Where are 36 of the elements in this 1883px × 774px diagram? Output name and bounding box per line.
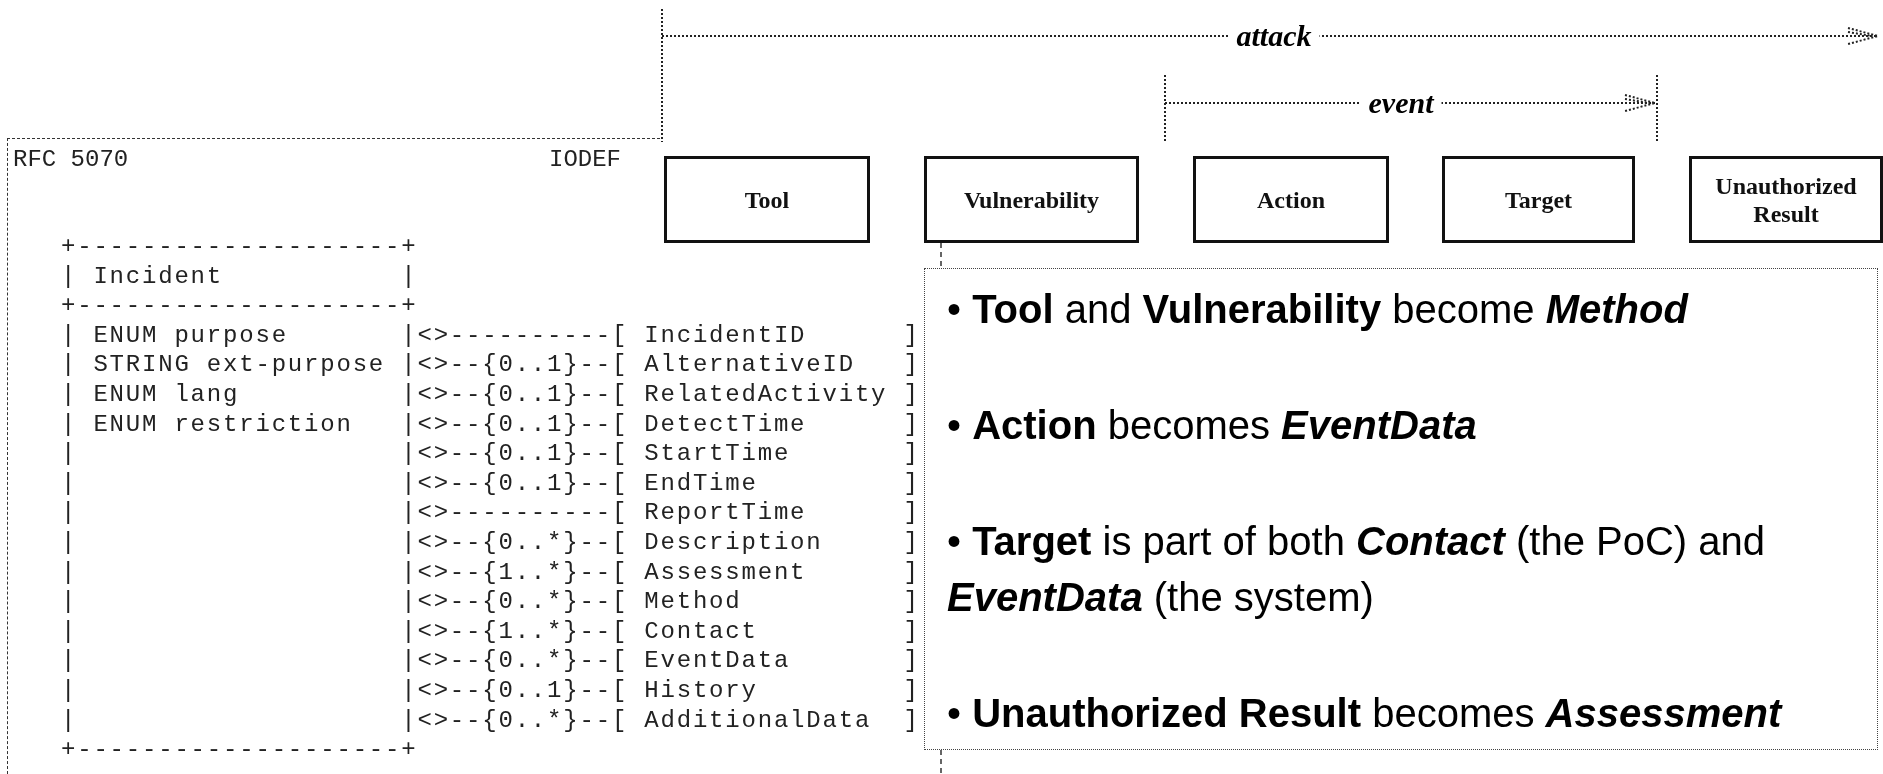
ascii-diagram-line: | |<>----------[ ReportTime ] bbox=[61, 499, 920, 528]
notes-box bbox=[924, 268, 1878, 750]
bullet-point: • Unauthorized Result becomes Assessment bbox=[947, 690, 1784, 737]
ascii-diagram-line: +--------------------+ bbox=[61, 292, 418, 321]
ascii-diagram-line: | |<>--{0..*}--[ EventData ] bbox=[61, 647, 920, 676]
stage-label: Vulnerability bbox=[963, 185, 1100, 214]
stage-label: Unauthorized Result bbox=[1714, 171, 1858, 228]
ascii-diagram-line: | |<>--{0..*}--[ Description ] bbox=[61, 529, 920, 557]
panel-heading: RFC 5070 bbox=[13, 146, 129, 174]
bullet-point: • Action becomes EventData bbox=[947, 402, 1478, 449]
stage-box bbox=[664, 156, 870, 243]
ascii-diagram-line: | |<>--{1..*}--[ Assessment ] bbox=[61, 558, 920, 587]
stage-label: Action bbox=[1257, 185, 1325, 214]
stage-box bbox=[1689, 156, 1883, 243]
stage-box bbox=[1193, 156, 1389, 243]
ascii-diagram-line: | |<>--{0..*}--[ Method ] bbox=[61, 588, 920, 617]
ascii-diagram-line: | ENUM lang |<>--{0..1}--[ RelatedActivity ] bbox=[61, 381, 920, 409]
ascii-diagram-line: | ENUM purpose |<>----------[ IncidentID ] bbox=[61, 321, 920, 350]
ascii-diagram-line: | |<>--{0..*}--[ AdditionalData ] bbox=[61, 706, 920, 735]
ascii-diagram-line: | |<>--{0..1}--[ EndTime ] bbox=[61, 469, 920, 498]
stage-label: Target bbox=[1504, 185, 1573, 214]
ascii-diagram-line: | |<>--{1..*}--[ Contact ] bbox=[61, 617, 920, 646]
ascii-diagram-line: +--------------------+ bbox=[61, 233, 418, 261]
panel-heading: IODEF bbox=[549, 146, 621, 174]
ascii-diagram-line: +--------------------+ bbox=[61, 736, 418, 765]
ascii-diagram-line: | STRING ext-purpose |<>--{0..1}--[ AlternativeID ] bbox=[61, 351, 920, 380]
stage-box bbox=[924, 156, 1139, 243]
stage-box bbox=[1442, 156, 1635, 243]
bullet-point: • Tool and Vulnerability become Method bbox=[947, 286, 1690, 333]
stage-label: Tool bbox=[744, 185, 790, 214]
bullet-point: • Target is part of both Contact (the PoC) and EventData (the system) bbox=[947, 518, 1767, 621]
ascii-diagram-line: | |<>--{0..1}--[ History ] bbox=[61, 677, 920, 705]
ascii-diagram-line: | ENUM restriction |<>--{0..1}--[ DetectTime ] bbox=[61, 410, 920, 439]
ascii-diagram-line: | Incident | bbox=[61, 262, 418, 291]
ascii-diagram-line: | |<>--{0..1}--[ StartTime ] bbox=[61, 440, 920, 469]
connector-line bbox=[940, 242, 942, 269]
